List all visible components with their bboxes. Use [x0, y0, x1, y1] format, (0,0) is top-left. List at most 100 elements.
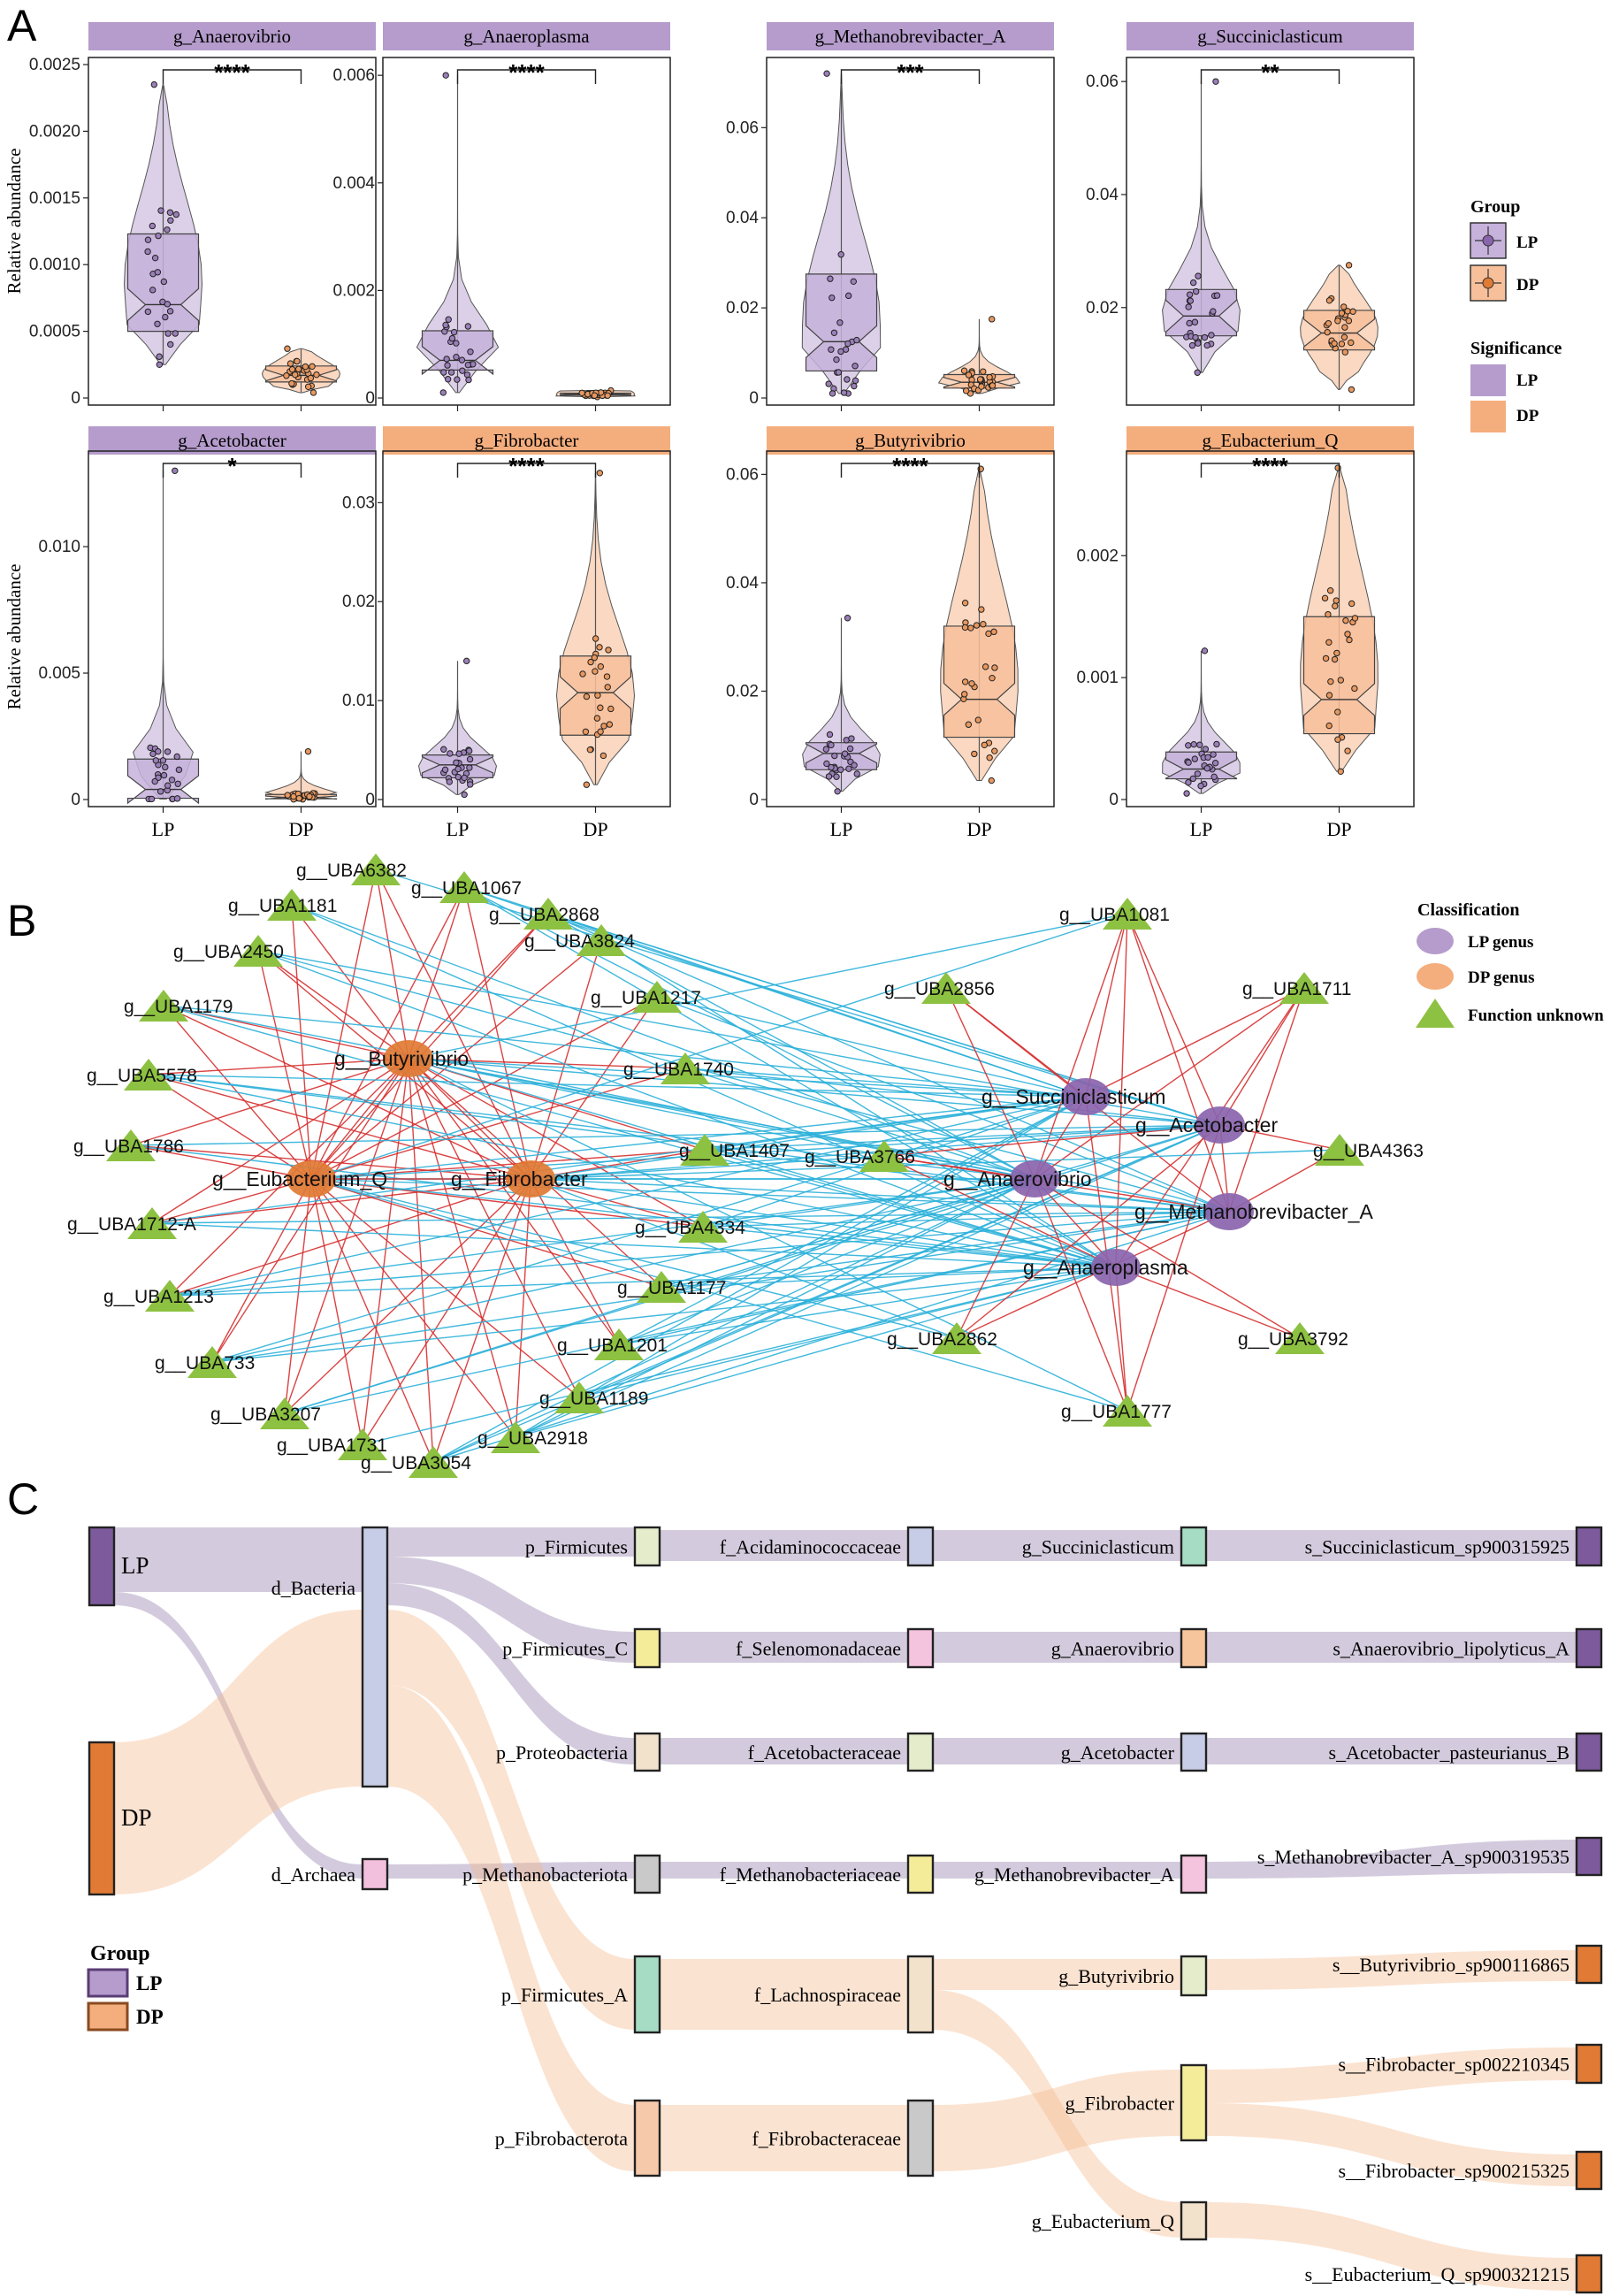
sankey-node-p-fibrobacterota-label: p_Fibrobacterota	[495, 2128, 629, 2150]
facet-2-point-dp	[960, 367, 968, 374]
facet-5-point-lp	[465, 747, 473, 754]
network-edge	[1126, 913, 1230, 1213]
sankey-node-s-butyrivibrio-sp900116865-label: s__Butyrivibrio_sp900116865	[1333, 1954, 1569, 1976]
node-uba5578-label: g__UBA5578	[87, 1066, 197, 1086]
facet-6-point-lp	[853, 770, 860, 777]
facet-2-strip	[767, 22, 1054, 50]
node-uba1213-marker	[145, 1280, 195, 1312]
facet-7-point-lp	[1185, 759, 1192, 766]
facet-6-point-dp	[968, 680, 975, 687]
facet-7-point-lp	[1197, 782, 1204, 790]
network-edge	[408, 1058, 516, 1438]
facet-4-point-lp	[148, 795, 156, 803]
node-uba2450-label: g__UBA2450	[173, 942, 284, 962]
facet-3-point-dp	[1340, 303, 1348, 310]
facet-6-tick-label: 0.04	[726, 574, 759, 593]
network-edge	[530, 1178, 1230, 1213]
facet-1-point-lp	[467, 348, 474, 356]
facet-0-point-lp	[156, 353, 163, 360]
network-edge	[130, 1124, 1221, 1146]
facet-3-point-lp	[1191, 318, 1199, 325]
facet-0-point-lp	[172, 210, 180, 218]
facet-3-tick-label: 0.02	[1086, 299, 1119, 318]
network-edge	[310, 1058, 409, 1180]
network-edge	[291, 904, 312, 1180]
facet-7-point-lp	[1185, 778, 1192, 786]
facet-6-point-lp	[848, 735, 855, 742]
node-uba1189-label: g__UBA1189	[539, 1389, 648, 1409]
facet-0-point-lp	[164, 226, 171, 233]
network-edge	[408, 1058, 434, 1463]
network-edge	[284, 1178, 531, 1414]
sankey-node-g-succiniclasticum	[1180, 1526, 1208, 1567]
sankey-node-d-archaea	[361, 1857, 389, 1891]
sankey-flow	[387, 1610, 635, 2030]
sankey-node-g-acetobacter	[1180, 1732, 1208, 1772]
facet-4-point-lp	[157, 788, 164, 795]
node-uba1179-label: g__UBA1179	[124, 997, 233, 1017]
sankey-node-s-methanobrevibacter-a-sp900319535-label: s_Methanobrevibacter_A_sp900319535	[1257, 1846, 1569, 1868]
facet-6-sig-label: ****	[892, 453, 928, 479]
node-anaeroplasma-label: g__Anaeroplasma	[1023, 1256, 1188, 1279]
sankey-node-g-eubacterium-q	[1180, 2200, 1208, 2241]
facet-1-strip	[383, 22, 670, 50]
panel-c-legend: Group LP DP	[87, 1942, 164, 2032]
facet-7-title: g_Eubacterium_Q	[1203, 430, 1339, 451]
facet-4-point-lp	[160, 771, 168, 779]
sankey-node-p-proteobacteria	[633, 1732, 661, 1772]
network-edge	[130, 1144, 531, 1180]
facet-1-point-lp	[440, 369, 447, 376]
network-edge	[1115, 1267, 1128, 1412]
facet-1-tick-label: 0.002	[332, 281, 375, 300]
facet-6-point-lp	[851, 762, 858, 769]
network-edge	[883, 1124, 1221, 1157]
sankey-node-dp-label: DP	[121, 1804, 152, 1831]
sankey-node-s-acetobacter-pasteurianus-b	[1575, 1732, 1603, 1772]
node-uba3054-label: g__UBA3054	[361, 1453, 471, 1473]
facet-6-point-dp	[981, 741, 989, 748]
network-edge	[163, 1005, 531, 1180]
sankey-node-g-methanobrevibacter-a	[1180, 1854, 1208, 1894]
significance-legend-lp-swatch	[1470, 364, 1506, 396]
network-edge	[704, 1124, 1221, 1151]
network-edge	[530, 1178, 620, 1345]
facet-2-point-lp	[844, 340, 852, 348]
facet-7-box-lp	[1165, 751, 1238, 780]
network-edge	[408, 886, 465, 1060]
network-edge	[945, 987, 1035, 1180]
facet-6-point-lp	[845, 765, 852, 772]
node-uba1711-label: g__UBA1711	[1242, 979, 1351, 999]
sankey-flow	[1206, 1632, 1577, 1663]
facet-5-point-dp	[587, 658, 594, 666]
node-uba1217-marker	[632, 981, 682, 1013]
sankey-node-s-butyrivibrio-sp900116865	[1575, 1944, 1603, 1985]
facet-2-point-lp	[851, 382, 858, 390]
network-edge	[310, 1124, 1221, 1180]
facet-5-point-dp	[605, 647, 612, 654]
facet-7-point-dp	[1348, 600, 1356, 608]
network-edge	[656, 996, 1230, 1213]
facet-4-point-lp	[172, 467, 179, 474]
facet-4-sig-label: *	[227, 453, 237, 479]
facet-0-point-lp	[166, 308, 174, 315]
network-edge	[284, 1058, 409, 1414]
facet-5-xlabel-dp: DP	[583, 818, 607, 840]
facet-5-sig-label: ****	[508, 453, 545, 479]
network-edge	[362, 1058, 409, 1445]
facet-0-point-dp	[313, 371, 320, 379]
facet-2-sig-label: ***	[897, 59, 924, 86]
facet-5-point-dp	[596, 470, 604, 477]
node-uba1740-label: g__UBA1740	[623, 1060, 734, 1080]
facet-1-tick-label: 0.004	[332, 174, 375, 193]
facet-0-point-lp	[154, 269, 162, 276]
legend-dp-genus-marker	[1417, 963, 1454, 990]
sankey-node-p-firmicutes-a	[633, 1955, 661, 2034]
facet-5-sig-bracket	[456, 463, 597, 478]
facet-5-point-lp	[466, 755, 474, 763]
node-uba1777-label: g__UBA1777	[1061, 1402, 1172, 1422]
sankey-node-s-eubacterium-q-sp900321215	[1575, 2254, 1603, 2294]
facet-1-tick-label: 0	[365, 389, 375, 408]
facet-0-point-lp	[157, 207, 164, 214]
facet-5-point-lp	[454, 773, 462, 781]
